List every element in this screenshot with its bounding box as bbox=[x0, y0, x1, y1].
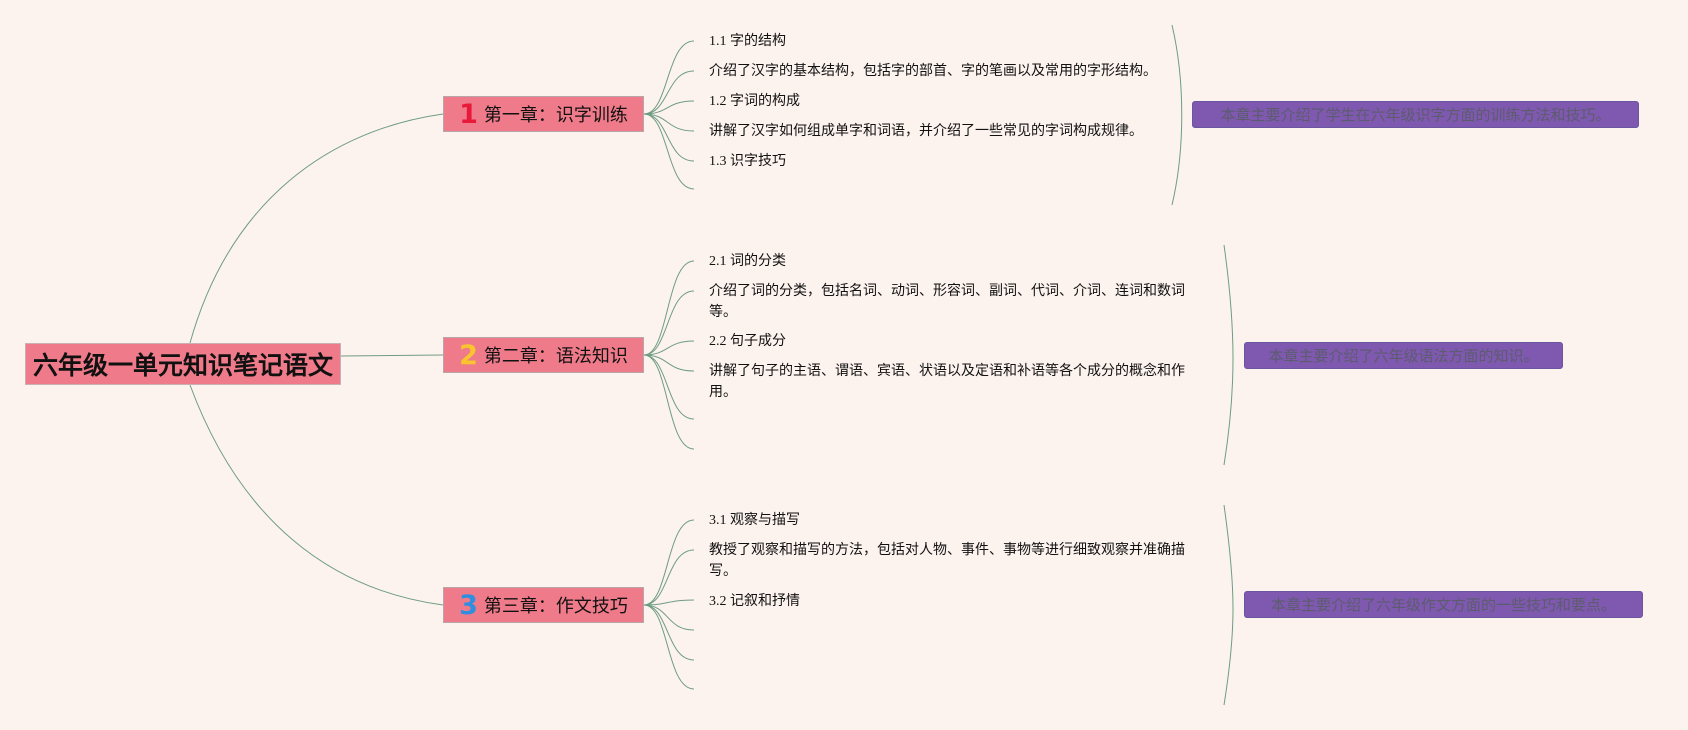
chapter-2-item-3[interactable]: 2.2 句子成分 bbox=[709, 334, 786, 349]
chapter-1-item-1[interactable]: 1.1 字的结构 bbox=[709, 34, 786, 49]
chapter-2-item-1[interactable]: 2.1 词的分类 bbox=[709, 254, 786, 269]
chapter-1-item-5[interactable]: 1.3 识字技巧 bbox=[709, 154, 786, 169]
chapter-1-branch-4 bbox=[643, 113, 695, 132]
chapter-3-title: 第三章：作文技巧 bbox=[483, 596, 628, 617]
chapter-2-branch-5 bbox=[643, 354, 695, 420]
chapter-3-item-1[interactable]: 3.1 观察与描写 bbox=[709, 513, 800, 528]
chapter-3-node[interactable]: 3 第三章：作文技巧 bbox=[443, 587, 644, 623]
chapter-1-branch-5 bbox=[643, 113, 695, 162]
chapter-2-branch-6 bbox=[643, 354, 695, 450]
chapter-2-item-2[interactable]: 介绍了词的分类，包括名词、动词、形容词、副词、代词、介词、连词和数词等。 bbox=[709, 284, 1185, 320]
chapter-1-item-2[interactable]: 介绍了汉字的基本结构，包括字的部首、字的笔画以及常用的字形结构。 bbox=[709, 64, 1157, 79]
chapter-3-branch-5 bbox=[643, 604, 695, 661]
chapter-2-node[interactable]: 2 第二章：语法知识 bbox=[443, 337, 644, 373]
chapter-3-branch-6 bbox=[643, 604, 695, 690]
chapter-1-node[interactable]: 1 第一章：识字训练 bbox=[443, 96, 644, 132]
chapter-2-branch-4 bbox=[643, 354, 695, 372]
chapter-3-summary[interactable]: 本章主要介绍了六年级作文方面的一些技巧和要点。 bbox=[1244, 591, 1643, 618]
root-to-chapter-1-line bbox=[189, 113, 444, 344]
chapter-1-branch-6 bbox=[643, 113, 695, 190]
chapter-2-item-4[interactable]: 讲解了句子的主语、谓语、宾语、状语以及定语和补语等各个成分的概念和作用。 bbox=[709, 364, 1185, 400]
chapter-1-branch-3 bbox=[643, 100, 695, 115]
chapter-3-item-2[interactable]: 教授了观察和描写的方法，包括对人物、事件、事物等进行细致观察并准确描写。 bbox=[709, 543, 1185, 579]
root-node[interactable]: 六年级一单元知识笔记语文 bbox=[25, 343, 341, 385]
chapter-3-branch-3 bbox=[643, 599, 695, 606]
number-2-icon: 2 bbox=[459, 339, 478, 371]
chapter-3-bracket bbox=[1223, 504, 1234, 706]
root-to-chapter-3-line bbox=[189, 384, 444, 606]
chapter-2-branch-2 bbox=[643, 290, 695, 356]
chapter-1-bracket bbox=[1171, 24, 1183, 206]
root-to-chapter-2-line bbox=[340, 354, 444, 357]
chapter-2-branch-1 bbox=[643, 260, 695, 356]
chapter-2-bracket bbox=[1223, 244, 1234, 466]
chapter-3-branch-1 bbox=[643, 519, 695, 606]
chapter-3-branch-4 bbox=[643, 604, 695, 631]
chapter-3-item-3[interactable]: 3.2 记叙和抒情 bbox=[709, 594, 800, 609]
chapter-3-branch-2 bbox=[643, 549, 695, 606]
chapter-1-branch-2 bbox=[643, 70, 695, 115]
chapter-1-title: 第一章：识字训练 bbox=[483, 105, 628, 126]
chapter-1-item-4[interactable]: 讲解了汉字如何组成单字和词语，并介绍了一些常见的字词构成规律。 bbox=[709, 124, 1143, 139]
chapter-2-title: 第二章：语法知识 bbox=[483, 346, 628, 367]
number-3-icon: 3 bbox=[459, 589, 478, 621]
chapter-2-branch-3 bbox=[643, 340, 695, 356]
number-1-icon: 1 bbox=[459, 98, 478, 130]
chapter-1-branch-1 bbox=[643, 40, 695, 115]
chapter-1-item-3[interactable]: 1.2 字词的构成 bbox=[709, 94, 800, 109]
chapter-1-summary[interactable]: 本章主要介绍了学生在六年级识字方面的训练方法和技巧。 bbox=[1192, 101, 1639, 128]
chapter-2-summary[interactable]: 本章主要介绍了六年级语法方面的知识。 bbox=[1244, 342, 1563, 369]
